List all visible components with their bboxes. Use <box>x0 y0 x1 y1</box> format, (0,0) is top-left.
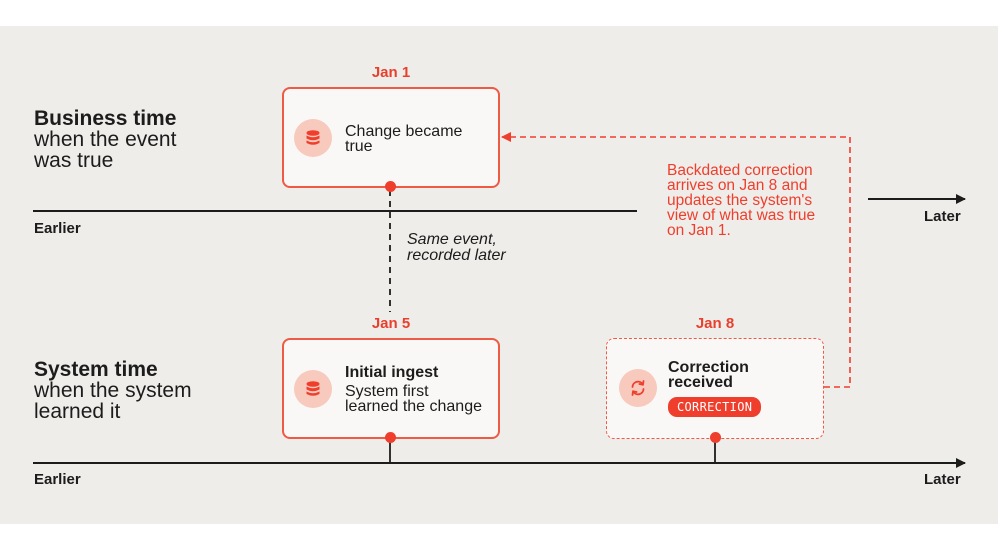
backdated-note-line-4: view of what was true <box>667 207 816 224</box>
system-axis-later: Later <box>924 471 961 488</box>
correction-dot <box>710 432 721 443</box>
initial-ingest-dot <box>385 432 396 443</box>
business-event-line-2: true <box>345 138 373 155</box>
system-time-heading: System time <box>34 358 158 381</box>
business-event-line-1: Change became <box>345 123 463 140</box>
correction-title-line-2: received <box>668 374 733 391</box>
same-event-note-line-2: recorded later <box>407 247 506 264</box>
system-time-subtitle-2: learned it <box>34 400 121 423</box>
business-time-subtitle-1: when the event <box>34 128 177 151</box>
business-event-dot <box>385 181 396 192</box>
business-event-text: Change became true <box>345 123 463 155</box>
initial-ingest-card: Initial ingest System first learned the … <box>282 338 500 439</box>
date-jan-1: Jan 1 <box>371 64 411 81</box>
date-jan-5: Jan 5 <box>371 315 411 332</box>
correction-title-line-1: Correction <box>668 359 749 376</box>
backdated-note-line-5: on Jan 1. <box>667 222 731 239</box>
database-icon <box>294 119 332 157</box>
system-time-title: System time when the system learned it <box>34 359 192 422</box>
backdated-note-line-3: updates the system's <box>667 192 813 209</box>
backdated-note-line-1: Backdated correction <box>667 162 813 179</box>
system-axis-earlier: Earlier <box>34 471 81 488</box>
same-event-note-line-1: Same event, <box>407 231 497 248</box>
business-time-heading: Business time <box>34 107 177 130</box>
backdated-correction-note: Backdated correction arrives on Jan 8 an… <box>667 162 816 239</box>
backdated-correction-path <box>501 132 851 388</box>
initial-ingest-line-2: learned the change <box>345 398 482 415</box>
business-event-card: Change became true <box>282 87 500 188</box>
correction-badge: CORRECTION <box>668 397 762 417</box>
initial-ingest-title: Initial ingest <box>345 364 439 381</box>
correction-card: Correction received CORRECTION <box>606 338 824 439</box>
correction-text: Correction received <box>668 359 749 391</box>
business-time-subtitle-2: was true <box>34 149 114 172</box>
system-time-subtitle-1: when the system <box>34 379 192 402</box>
initial-ingest-text: Initial ingest System first learned the … <box>345 364 482 415</box>
business-time-title: Business time when the event was true <box>34 108 176 171</box>
database-icon <box>294 370 332 408</box>
refresh-icon <box>619 369 657 407</box>
initial-ingest-line-1: System first <box>345 383 429 400</box>
same-event-note: Same event, recorded later <box>407 232 506 264</box>
business-axis-earlier: Earlier <box>34 220 81 237</box>
date-jan-8: Jan 8 <box>695 315 735 332</box>
backdated-note-line-2: arrives on Jan 8 and <box>667 177 808 194</box>
business-axis-later: Later <box>924 208 961 225</box>
